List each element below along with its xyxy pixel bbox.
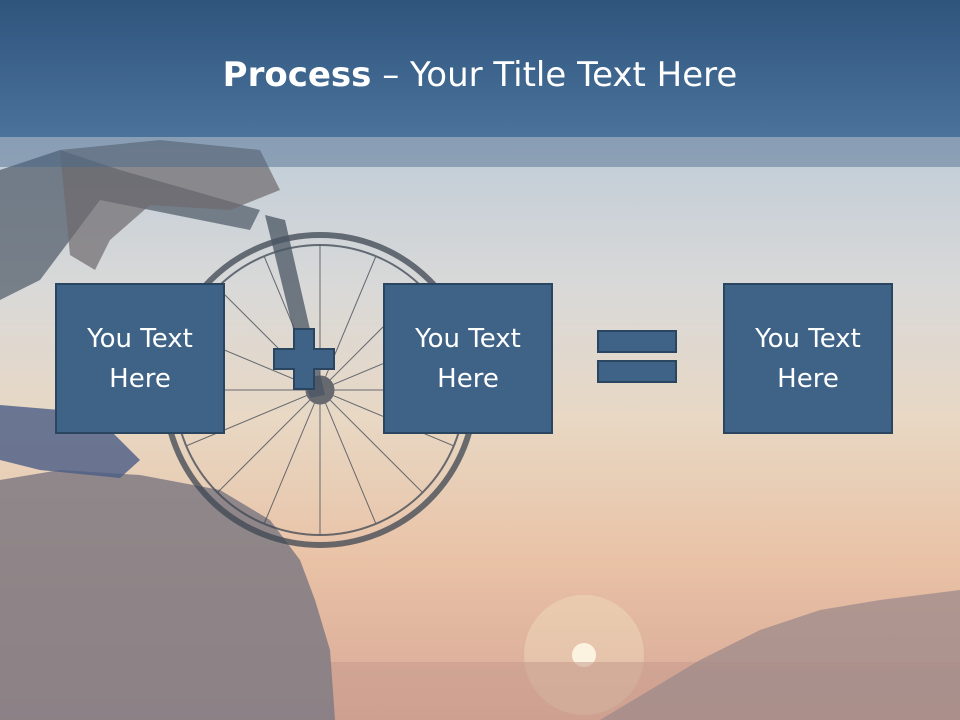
title-bar-band: [0, 137, 960, 167]
process-box-1-label: You Text Here: [87, 323, 193, 394]
process-box-3-label: You Text Here: [755, 323, 861, 394]
plus-icon: [273, 328, 335, 390]
process-box-2[interactable]: You Text Here: [383, 283, 553, 434]
process-box-3[interactable]: You Text Here: [723, 283, 893, 434]
title-separator: –: [371, 55, 411, 95]
title-bar: [0, 0, 960, 137]
title-rest-text: Your Title Text Here: [410, 55, 738, 95]
process-box-1[interactable]: You Text Here: [55, 283, 225, 434]
equals-icon: [597, 330, 677, 383]
title-bold-text: Process: [222, 55, 372, 95]
slide-title[interactable]: Process – Your Title Text Here: [0, 0, 960, 150]
process-box-2-label: You Text Here: [415, 323, 521, 394]
